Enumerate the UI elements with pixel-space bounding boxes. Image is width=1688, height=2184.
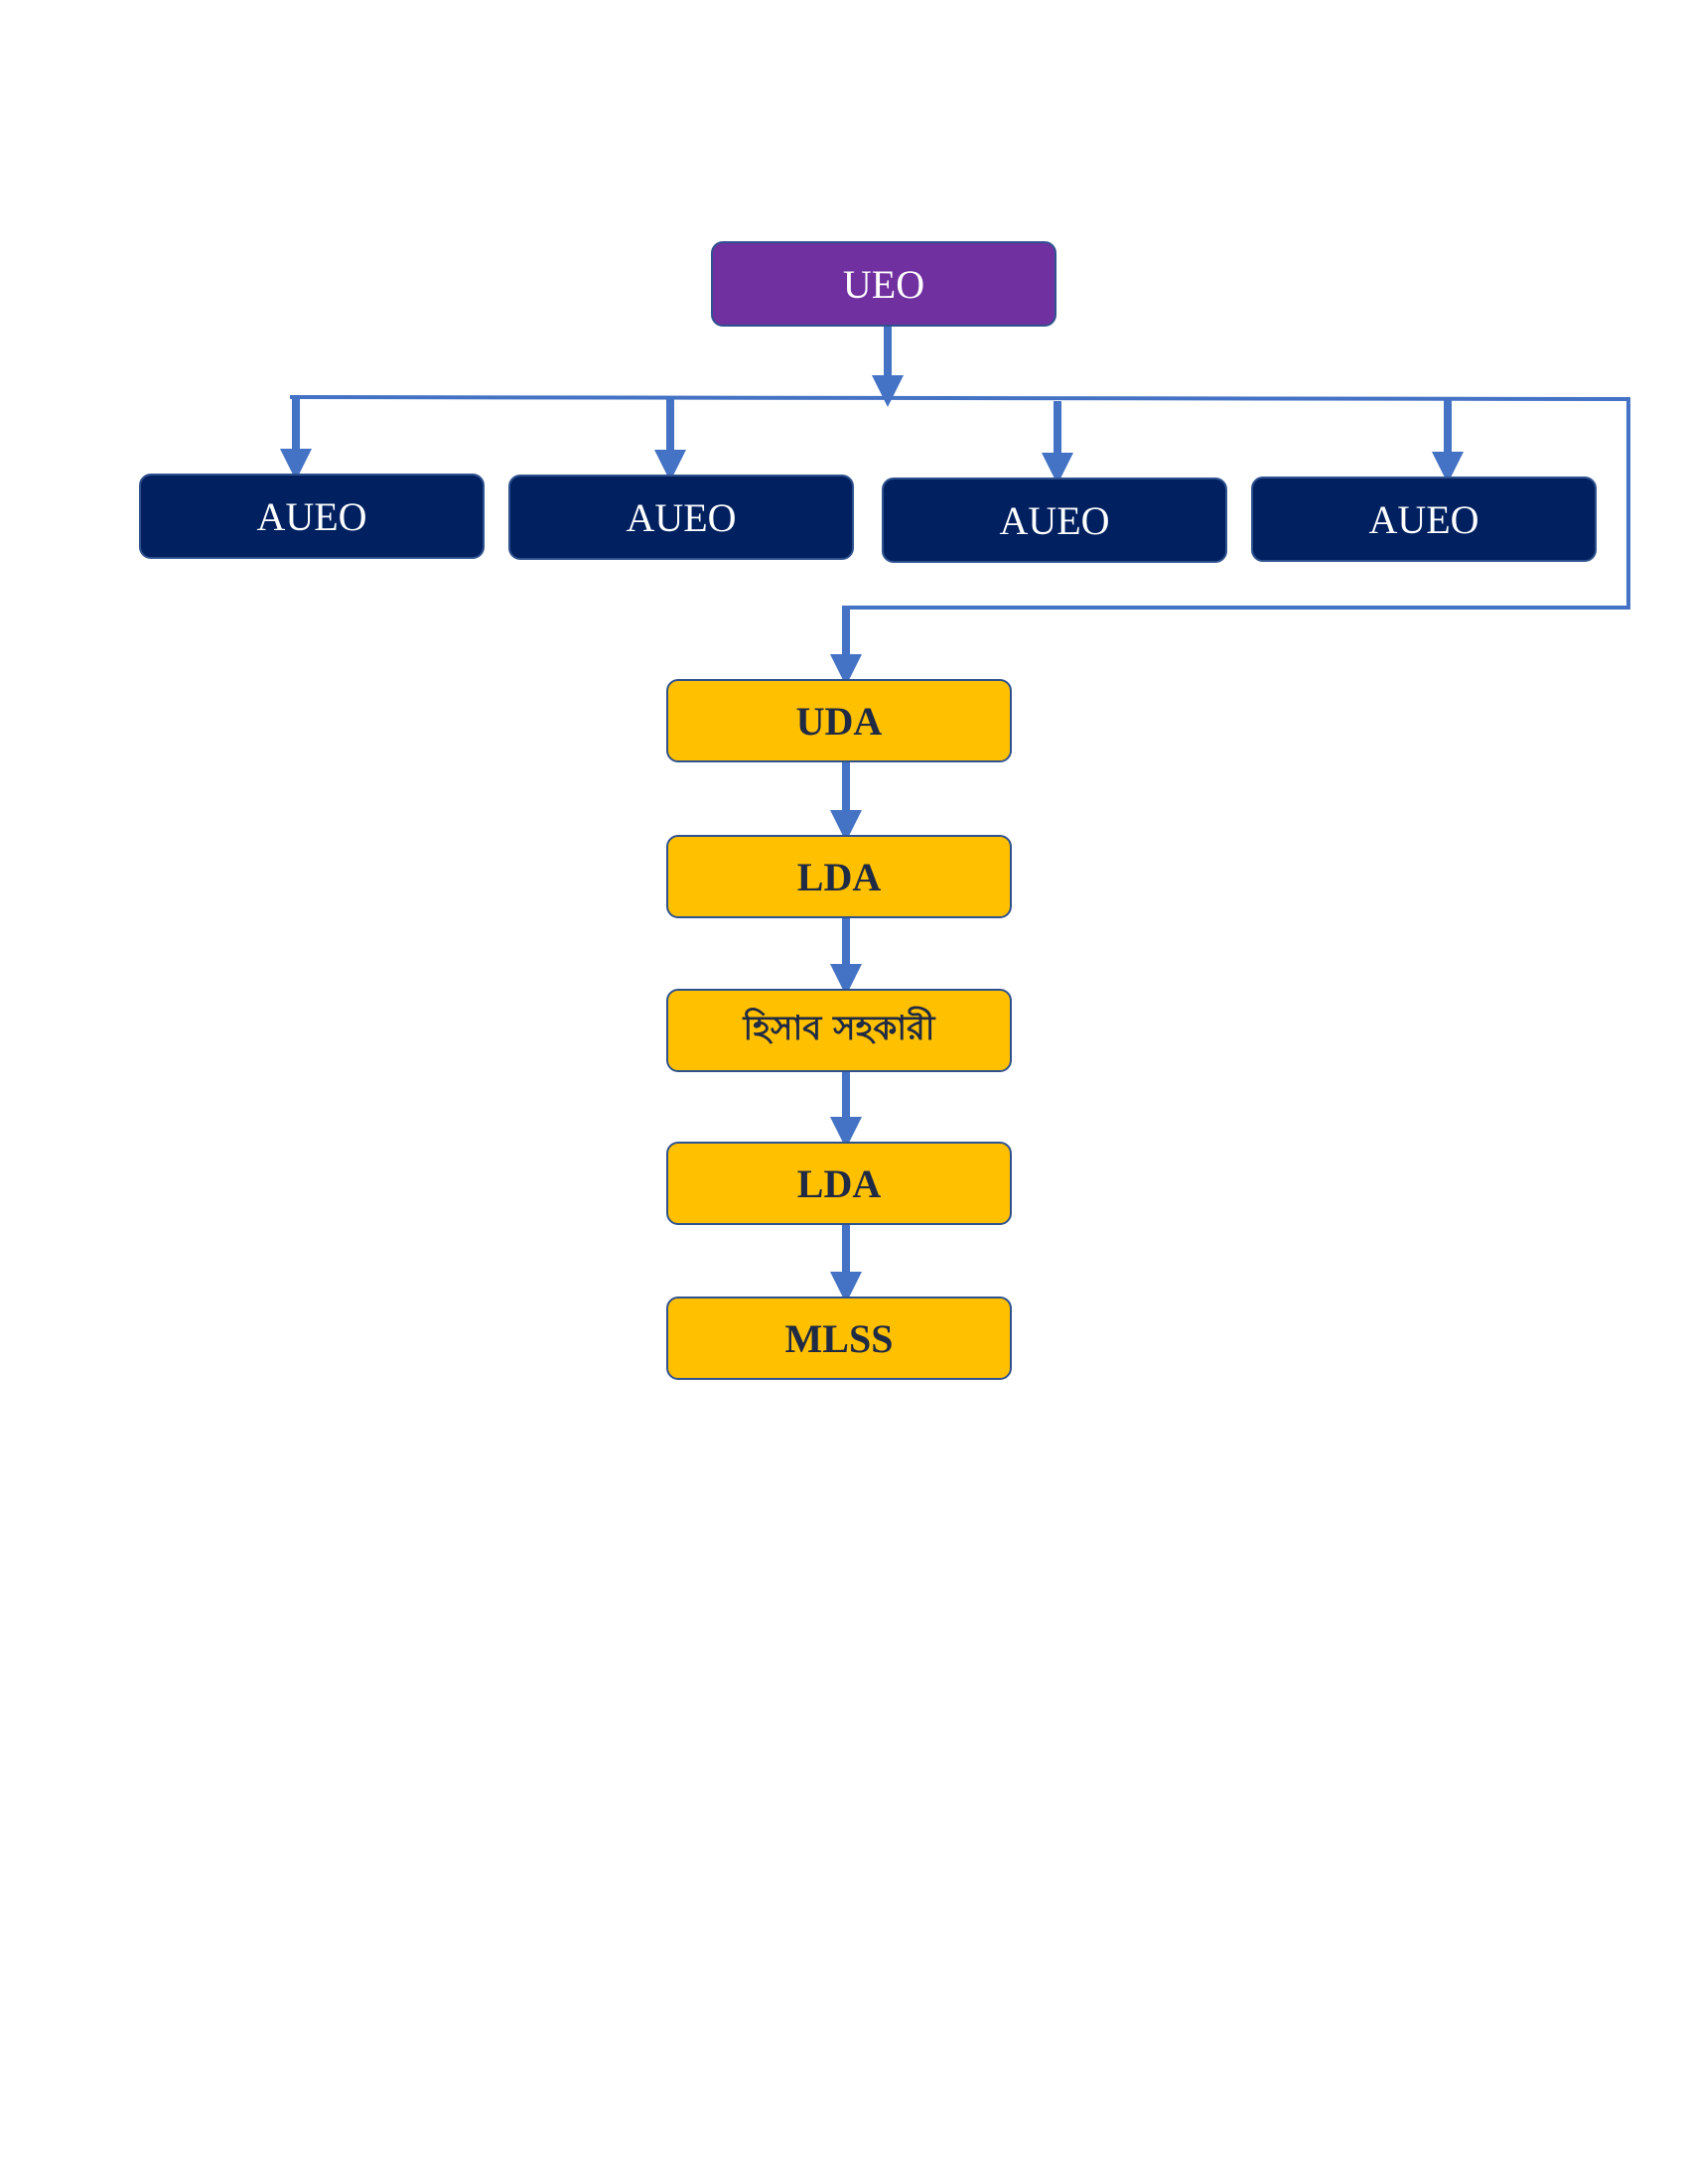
node-mlss: MLSS	[666, 1297, 1012, 1380]
node-aueo-2: AUEO	[508, 475, 854, 560]
node-hisab-sahakari-label: হিসাব সহকারী	[743, 1008, 935, 1048]
node-uda-label: UDA	[795, 698, 883, 744]
node-aueo-1: AUEO	[139, 474, 485, 559]
node-uda: UDA	[666, 679, 1012, 762]
node-ueo-label: UEO	[842, 261, 925, 307]
node-aueo-1-label: AUEO	[256, 493, 367, 539]
node-lda-2: LDA	[666, 1142, 1012, 1225]
node-mlss-label: MLSS	[784, 1315, 894, 1361]
node-lda-2-label: LDA	[796, 1160, 882, 1206]
node-hisab-sahakari: হিসাব সহকারী	[666, 989, 1012, 1072]
bus-line	[289, 395, 1630, 610]
node-aueo-3-label: AUEO	[999, 497, 1110, 543]
node-lda-1-label: LDA	[796, 854, 882, 899]
node-aueo-4-label: AUEO	[1368, 496, 1479, 542]
node-aueo-3: AUEO	[882, 478, 1227, 563]
node-aueo-2-label: AUEO	[626, 494, 737, 540]
node-lda-1: LDA	[666, 835, 1012, 918]
node-ueo: UEO	[711, 241, 1056, 327]
node-aueo-4: AUEO	[1251, 477, 1597, 562]
